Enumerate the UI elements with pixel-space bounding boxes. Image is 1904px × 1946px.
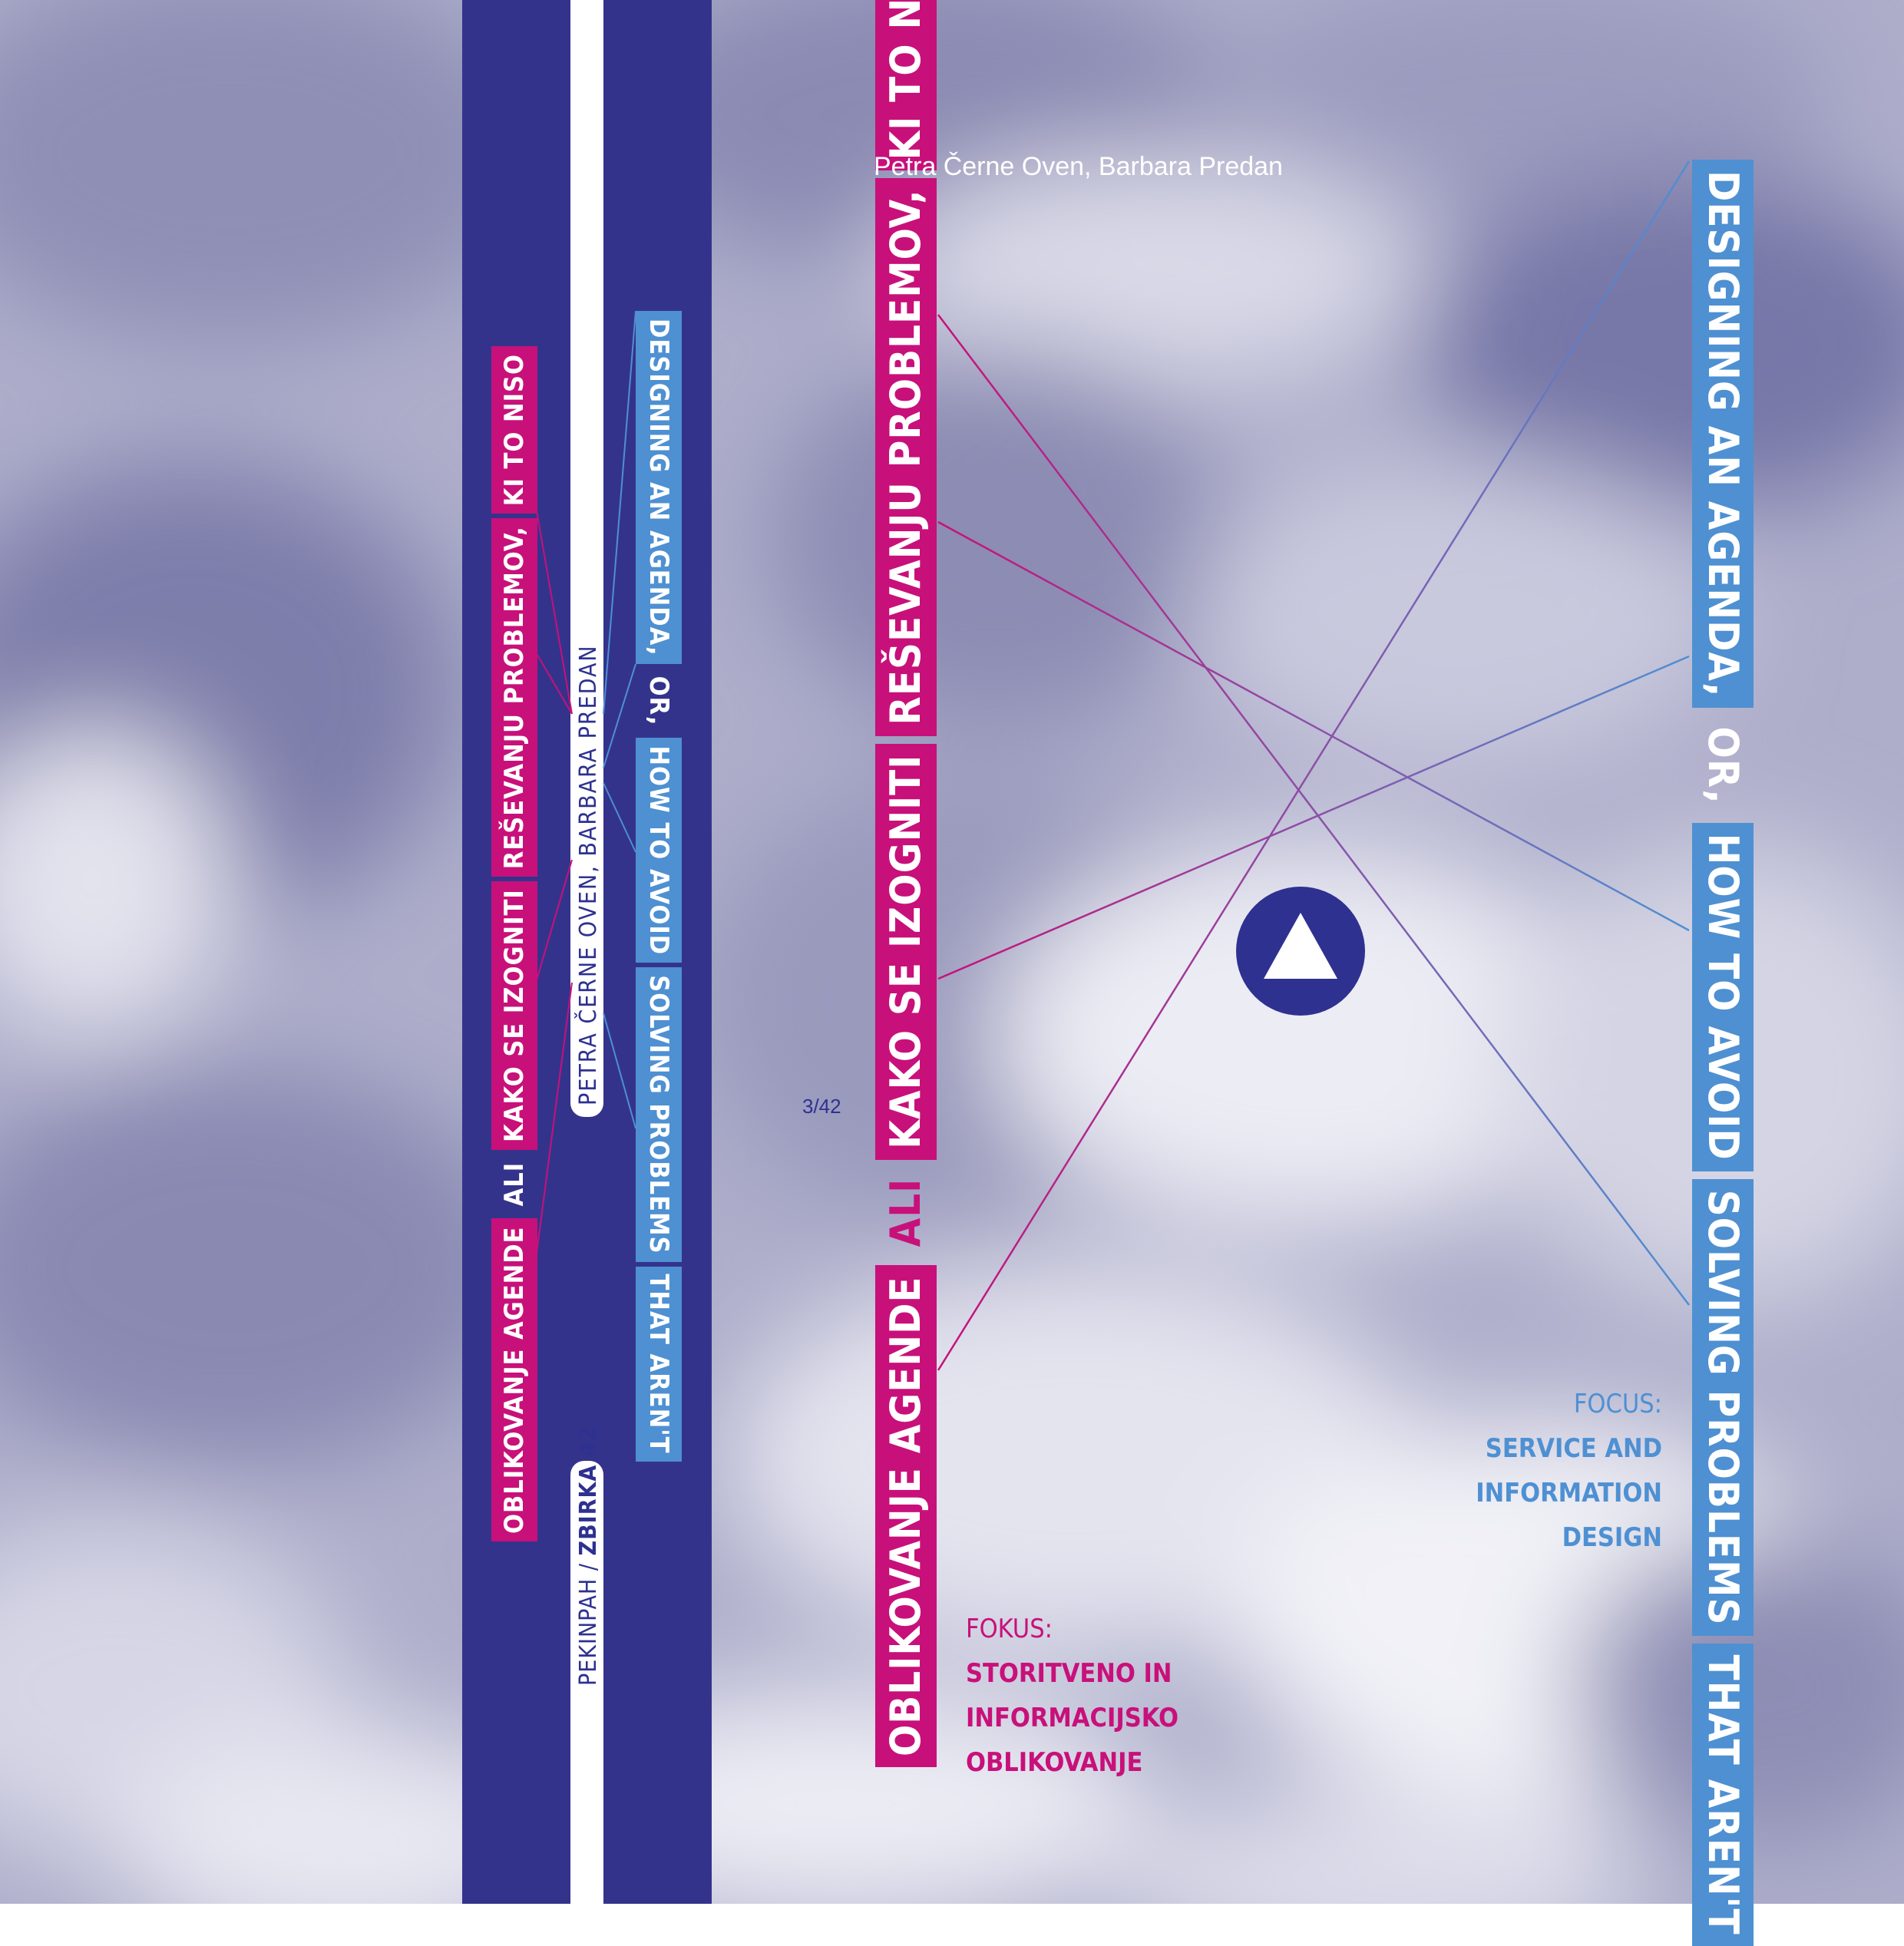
spine-title-english-part-4: SOLVING PROBLEMS xyxy=(636,967,682,1262)
publisher-name: PEKINPAH xyxy=(575,1578,602,1686)
focus-slovene-line-3: OBLIKOVANJE xyxy=(966,1747,1143,1778)
spine-title-english-part-1: DESIGNING AN AGENDA, xyxy=(636,311,682,664)
spine-authors: PETRA ČERNE OVEN, BARBARA PREDAN xyxy=(575,644,602,1105)
focus-english-label: FOCUS: xyxy=(1573,1389,1662,1419)
title-english-part-3: HOW TO AVOID xyxy=(1692,822,1754,1171)
focus-slovene-label: FOKUS: xyxy=(966,1614,1053,1644)
title-slovene-part-2: ALI xyxy=(881,1178,930,1247)
page-number: 3/42 xyxy=(802,1095,841,1118)
focus-english-line-3: DESIGN xyxy=(1562,1522,1662,1553)
title-english-part-1: DESIGNING AN AGENDA, xyxy=(1692,160,1754,709)
title-english-part-2: OR, xyxy=(1699,726,1747,805)
spine-title-english: DESIGNING AN AGENDA, OR, HOW TO AVOIDSOLVI… xyxy=(636,311,682,1462)
spine-title-slovene-part-2: ALI xyxy=(499,1161,530,1207)
focus-slovene: FOKUS: STORITVENO IN INFORMACIJSKO OBLIK… xyxy=(966,1607,1178,1785)
title-slovene-part-5: KI TO NISO xyxy=(875,0,937,171)
spine-title-slovene-part-4: REŠEVANJU PROBLEMOV, xyxy=(491,518,537,877)
spine-title-slovene-part-1: OBLIKOVANJE AGENDE xyxy=(491,1218,537,1541)
focus-english-line-1: SERVICE AND xyxy=(1485,1433,1662,1464)
title-slovene: OBLIKOVANJE AGENDE ALI KAKO SE IZOGNITI REŠ… xyxy=(875,0,937,1767)
title-english-part-4: SOLVING PROBLEMS xyxy=(1692,1178,1754,1637)
cloud-background xyxy=(0,0,1904,1904)
title-slovene-part-3: KAKO SE IZOGNITI xyxy=(875,743,937,1160)
triangle-up-icon xyxy=(1264,913,1337,979)
spine-title-slovene-part-5: KI TO NISO xyxy=(491,346,537,514)
spine-title-english-part-5: THAT AREN'T xyxy=(636,1266,682,1462)
spine-title-slovene: OBLIKOVANJE AGENDE ALI KAKO SE IZOGNITIREŠ… xyxy=(491,346,537,1541)
title-slovene-part-4: REŠEVANJU PROBLEMOV, xyxy=(875,178,937,736)
spine-title-english-part-2: OR, xyxy=(643,676,674,726)
focus-slovene-line-1: STORITVENO IN xyxy=(966,1658,1172,1689)
series-name: ZBIRKA 42 xyxy=(575,1426,602,1556)
focus-english-line-2: INFORMATION xyxy=(1476,1478,1662,1508)
spine-white-stripe-lower xyxy=(570,1461,603,1904)
title-english-part-5: THAT AREN'T xyxy=(1692,1644,1754,1946)
badge xyxy=(1236,887,1365,1016)
spine-publisher: PEKINPAH / ZBIRKA 42 xyxy=(575,1426,602,1686)
title-slovene-part-1: OBLIKOVANJE AGENDE xyxy=(875,1265,937,1767)
spine-white-stripe xyxy=(570,0,603,1117)
spine-title-slovene-part-3: KAKO SE IZOGNITI xyxy=(491,881,537,1150)
spine-title-english-part-3: HOW TO AVOID xyxy=(636,738,682,963)
publisher-separator: / xyxy=(575,1563,602,1571)
focus-slovene-line-2: INFORMACIJSKO xyxy=(966,1703,1178,1733)
focus-english: FOCUS: SERVICE AND INFORMATION DESIGN xyxy=(1476,1382,1662,1560)
authors: Petra Černe Oven, Barbara Predan xyxy=(874,152,1283,181)
title-english: DESIGNING AN AGENDA, OR, HOW TO AVOID SOLVI… xyxy=(1692,160,1754,1946)
